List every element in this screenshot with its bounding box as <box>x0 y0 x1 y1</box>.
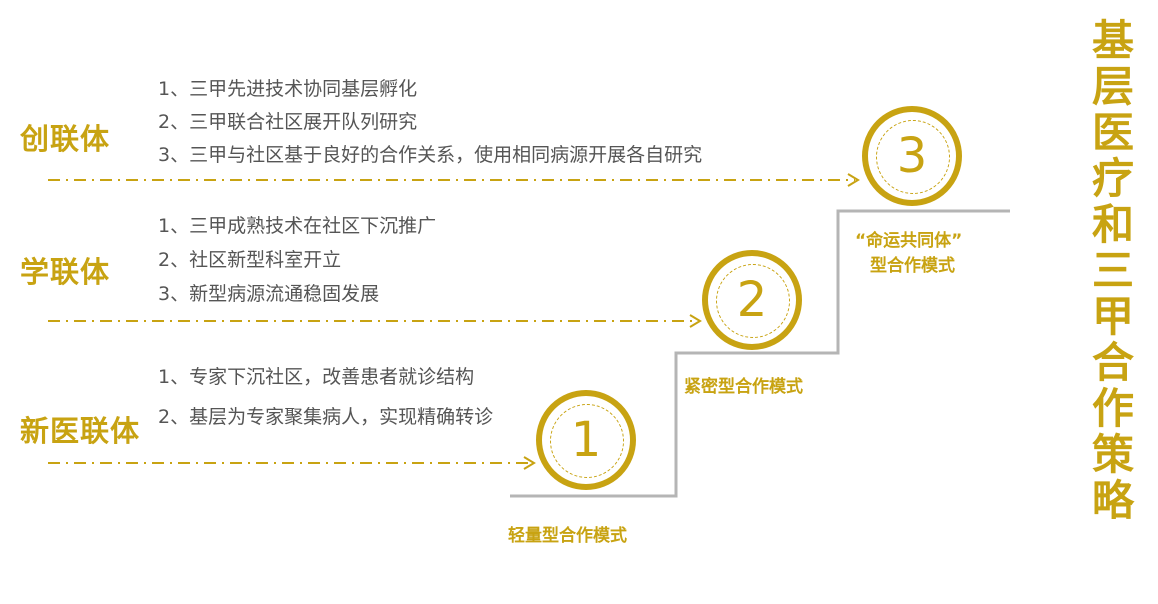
arrow-head-xin <box>523 456 536 470</box>
group2-item-2: 2、社区新型科室开立 <box>158 249 342 271</box>
step-circle-1-inner-ring <box>550 404 624 478</box>
step-label-2: 紧密型合作模式 <box>684 377 803 397</box>
arrow-group-2 <box>48 314 702 328</box>
step-number-3: 3 <box>896 128 928 184</box>
group-title-xinyilianti: 新医联体 <box>20 414 141 448</box>
step-number-2: 2 <box>736 272 768 328</box>
group1-item-3: 3、三甲与社区基于良好的合作关系，使用相同病源开展各自研究 <box>158 144 703 166</box>
arrow-group-1 <box>48 173 860 187</box>
group-title-chuanglianti: 创联体 <box>20 122 111 156</box>
step-label-3-line2: 型合作模式 <box>870 256 955 276</box>
step-circle-3-inner-ring <box>876 120 950 194</box>
side-title-vertical: 基层医疗和三甲合作策略 <box>1091 16 1134 525</box>
group1-item-2: 2、三甲联合社区展开队列研究 <box>158 111 418 133</box>
step-circle-2: 2 <box>702 250 802 350</box>
group1-item-1: 1、三甲先进技术协同基层孵化 <box>158 78 418 100</box>
arrow-head-chuang <box>847 173 860 187</box>
step-circle-3: 3 <box>862 106 962 206</box>
step-number-1: 1 <box>570 412 602 468</box>
step-circle-1: 1 <box>536 390 636 490</box>
group3-item-1: 1、专家下沉社区，改善患者就诊结构 <box>158 366 475 388</box>
group3-item-2: 2、基层为专家聚集病人，实现精确转诊 <box>158 406 494 428</box>
step-label-3-line1: “命运共同体” <box>855 231 963 251</box>
arrow-group-3 <box>48 456 536 470</box>
step-circle-2-inner-ring <box>716 264 790 338</box>
group-title-xuelianti: 学联体 <box>20 255 111 289</box>
stair-line <box>510 209 1010 498</box>
arrow-head-xue <box>689 314 702 328</box>
group2-item-3: 3、新型病源流通稳固发展 <box>158 283 380 305</box>
group2-item-1: 1、三甲成熟技术在社区下沉推广 <box>158 215 437 237</box>
step-label-1: 轻量型合作模式 <box>508 526 627 546</box>
